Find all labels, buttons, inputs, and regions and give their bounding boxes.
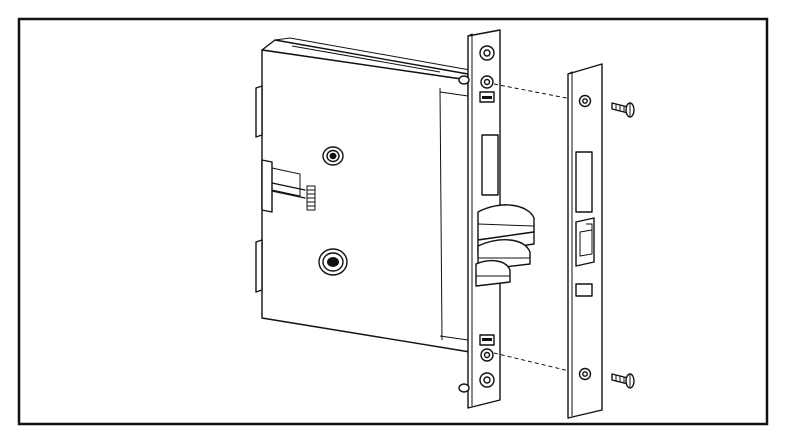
lock-case — [255, 37, 471, 353]
screw-top-icon — [611, 102, 635, 118]
screw-bottom-icon — [611, 373, 635, 389]
upper-hub-icon — [322, 146, 344, 166]
latch-bolt — [475, 204, 535, 287]
armor-front-plate — [567, 63, 603, 419]
alignment-line-top — [493, 83, 583, 102]
lower-hub-icon — [318, 248, 348, 276]
alignment-line-bottom — [493, 352, 583, 375]
spring-icon — [306, 185, 316, 211]
